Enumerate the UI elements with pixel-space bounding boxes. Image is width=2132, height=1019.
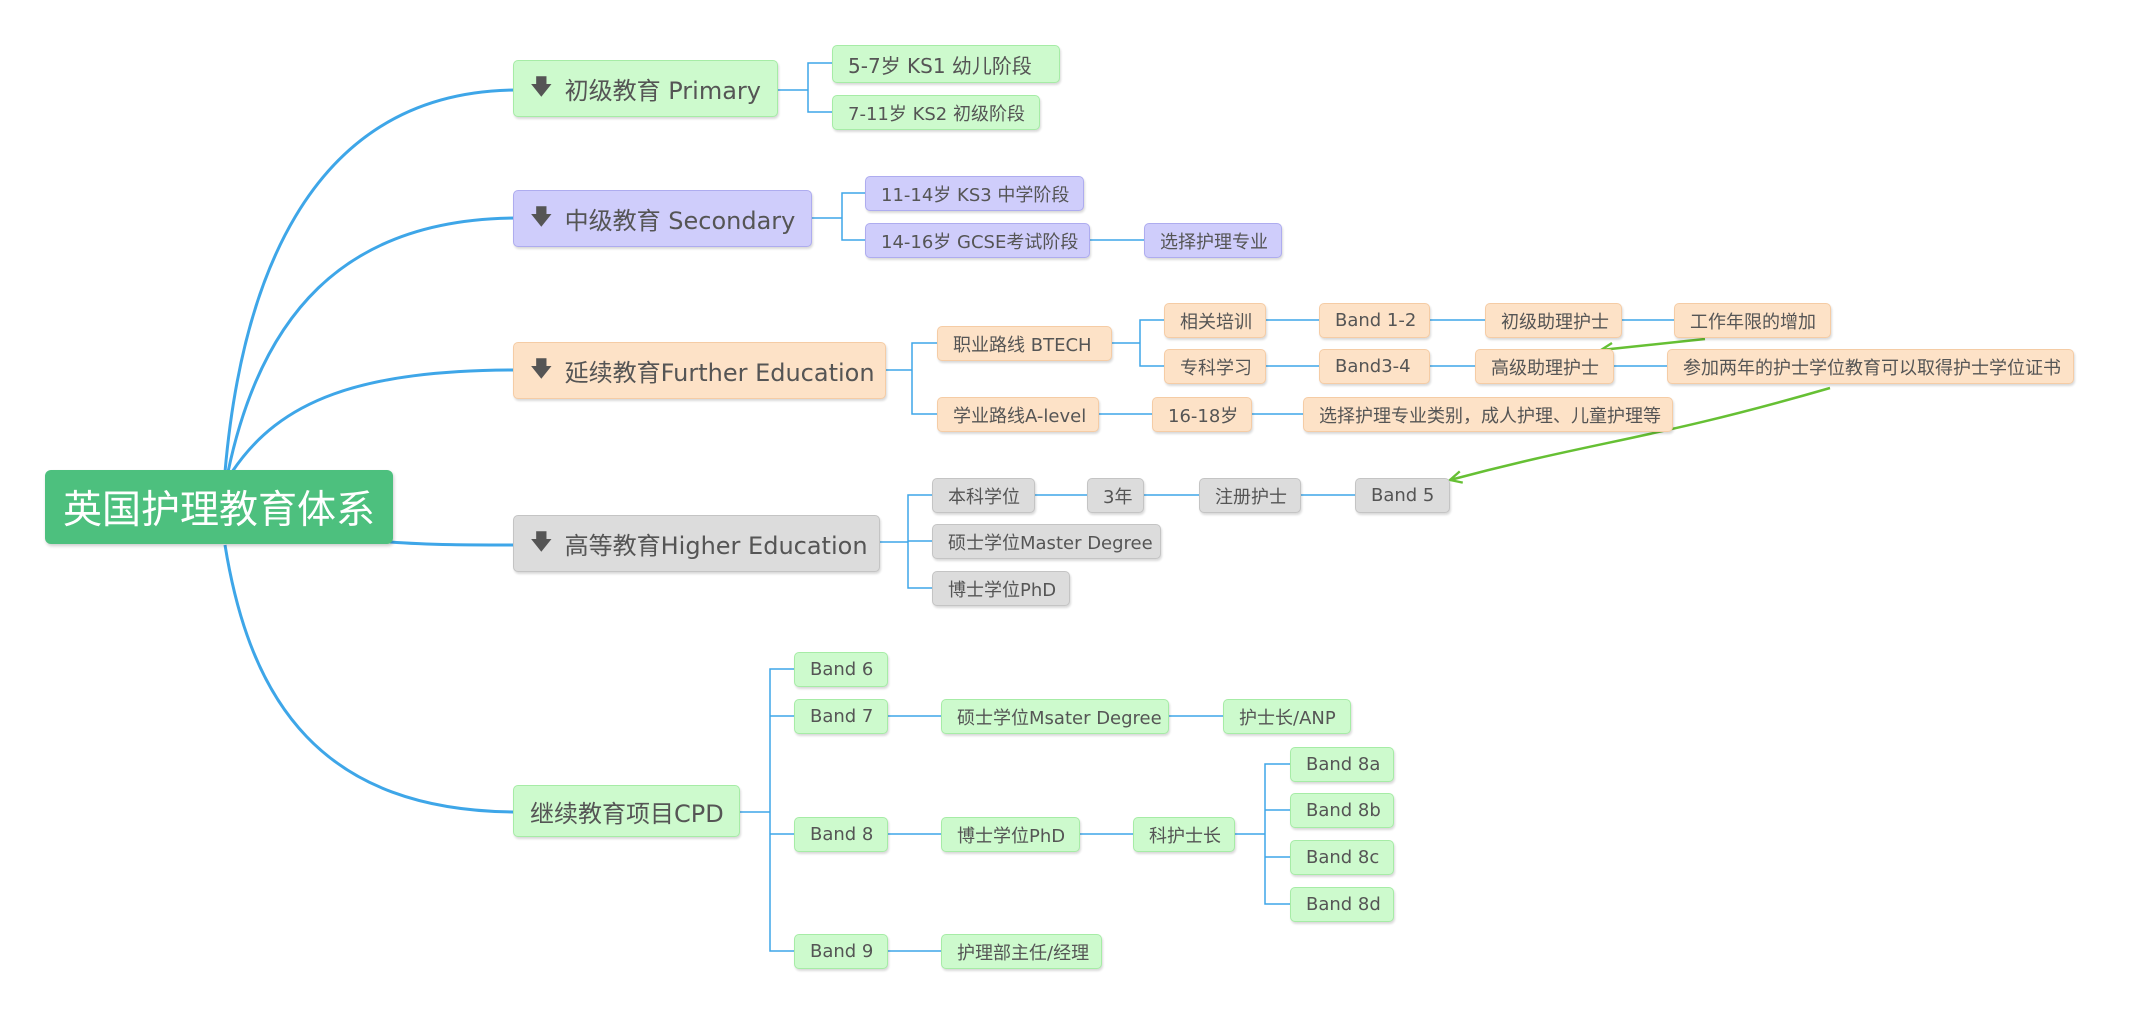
higher-band5[interactable]: Band 5 bbox=[1355, 478, 1450, 513]
primary-child-ks1[interactable]: 5-7岁 KS1 幼儿阶段 bbox=[832, 45, 1060, 83]
cpd-band9[interactable]: Band 9 bbox=[794, 934, 888, 969]
secondary-label: 中级教育 Secondary bbox=[564, 207, 796, 235]
further-label: 延续教育Further Education bbox=[564, 359, 875, 387]
cpd-band8c[interactable]: Band 8c bbox=[1290, 840, 1394, 875]
secondary-choose-nursing[interactable]: 选择护理专业 bbox=[1144, 223, 1282, 258]
secondary-topic[interactable]: 🡇 中级教育 Secondary bbox=[513, 190, 812, 247]
cpd-director[interactable]: 护理部主任/经理 bbox=[941, 934, 1102, 969]
cpd-band8a[interactable]: Band 8a bbox=[1290, 747, 1394, 782]
further-age[interactable]: 16-18岁 bbox=[1152, 397, 1252, 432]
higher-topic[interactable]: 🡇 高等教育Higher Education bbox=[513, 515, 880, 572]
further-btech[interactable]: 职业路线 BTECH bbox=[937, 326, 1112, 361]
further-junior-assistant[interactable]: 初级助理护士 bbox=[1485, 303, 1622, 338]
higher-registered-nurse[interactable]: 注册护士 bbox=[1199, 478, 1301, 513]
cpd-master[interactable]: 硕士学位Msater Degree bbox=[941, 699, 1169, 734]
further-degree-note[interactable]: 参加两年的护士学位教育可以取得护士学位证书 bbox=[1667, 349, 2074, 384]
cpd-band7[interactable]: Band 7 bbox=[794, 699, 888, 734]
cpd-dept-head[interactable]: 科护士长 bbox=[1133, 817, 1235, 852]
down-arrow-icon: 🡇 bbox=[530, 529, 553, 555]
primary-topic[interactable]: 🡇 初级教育 Primary bbox=[513, 60, 778, 117]
further-training[interactable]: 相关培训 bbox=[1164, 303, 1266, 338]
further-topic[interactable]: 🡇 延续教育Further Education bbox=[513, 342, 886, 399]
cpd-band8[interactable]: Band 8 bbox=[794, 817, 888, 852]
down-arrow-icon: 🡇 bbox=[530, 204, 553, 230]
child-connectors bbox=[740, 62, 1674, 952]
higher-master[interactable]: 硕士学位Master Degree bbox=[932, 524, 1161, 559]
secondary-child-gcse[interactable]: 14-16岁 GCSE考试阶段 bbox=[865, 223, 1090, 258]
higher-phd[interactable]: 博士学位PhD bbox=[932, 571, 1070, 606]
cpd-band6[interactable]: Band 6 bbox=[794, 652, 888, 687]
further-choose-category[interactable]: 选择护理专业类别，成人护理、儿童护理等 bbox=[1303, 397, 1673, 432]
further-specialist[interactable]: 专科学习 bbox=[1164, 349, 1266, 384]
down-arrow-icon: 🡇 bbox=[530, 356, 553, 382]
higher-bachelor[interactable]: 本科学位 bbox=[932, 478, 1035, 513]
higher-three-years[interactable]: 3年 bbox=[1087, 478, 1144, 513]
further-years-increase[interactable]: 工作年限的增加 bbox=[1674, 303, 1831, 338]
further-alevel[interactable]: 学业路线A-level bbox=[937, 397, 1099, 432]
root-branches bbox=[223, 88, 519, 814]
higher-label: 高等教育Higher Education bbox=[564, 532, 868, 560]
cpd-band8d[interactable]: Band 8d bbox=[1290, 887, 1394, 922]
further-band12[interactable]: Band 1-2 bbox=[1319, 303, 1430, 338]
root-label: 英国护理教育体系 bbox=[62, 488, 375, 533]
primary-child-ks2[interactable]: 7-11岁 KS2 初级阶段 bbox=[832, 95, 1040, 130]
cpd-phd[interactable]: 博士学位PhD bbox=[941, 817, 1080, 852]
further-senior-assistant[interactable]: 高级助理护士 bbox=[1475, 349, 1614, 384]
further-band34[interactable]: Band3-4 bbox=[1319, 349, 1430, 384]
root-topic[interactable]: 英国护理教育体系 bbox=[45, 470, 393, 544]
cpd-label: 继续教育项目CPD bbox=[530, 799, 724, 828]
secondary-child-ks3[interactable]: 11-14岁 KS3 中学阶段 bbox=[865, 176, 1084, 211]
relation-arrows bbox=[1450, 337, 1831, 480]
cpd-topic[interactable]: 继续教育项目CPD bbox=[513, 785, 740, 837]
down-arrow-icon: 🡇 bbox=[530, 74, 553, 100]
cpd-band8b[interactable]: Band 8b bbox=[1290, 793, 1394, 828]
cpd-head-nurse[interactable]: 护士长/ANP bbox=[1223, 699, 1351, 734]
primary-label: 初级教育 Primary bbox=[564, 77, 761, 105]
